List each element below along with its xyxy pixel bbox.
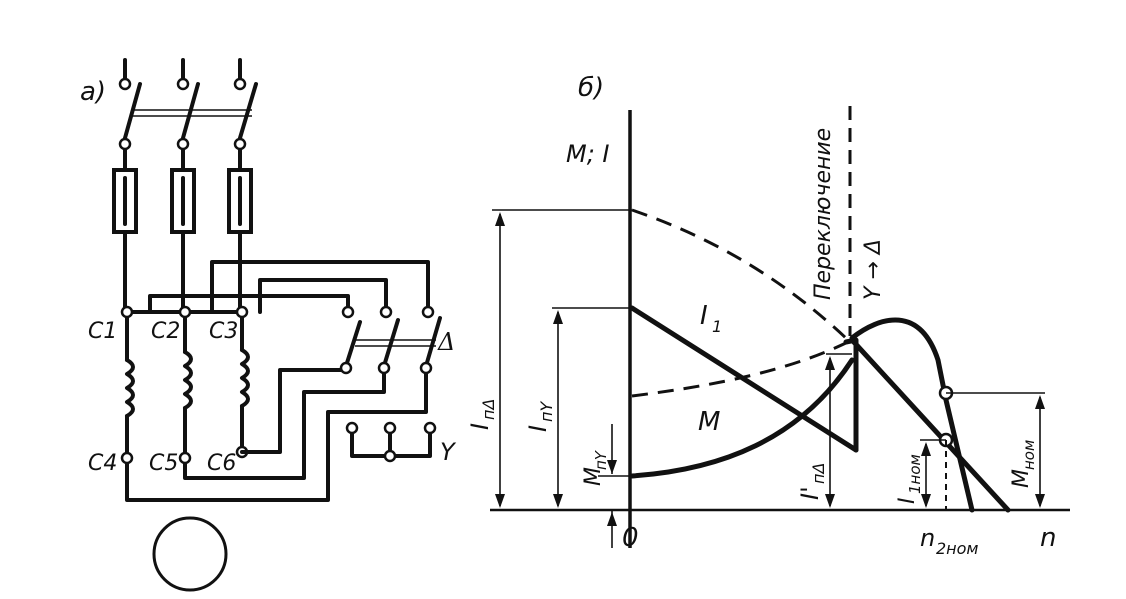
switch-direction: Y → Δ (861, 239, 886, 300)
terminal-c1-label: C1 (88, 319, 117, 344)
current-delta-dashed (631, 208, 850, 342)
main-switch (118, 82, 258, 151)
n2nom-main: n (920, 524, 935, 552)
current-star-line (629, 305, 859, 453)
switch-jump (843, 337, 859, 453)
dim-ip-delta: I пΔ (466, 399, 498, 430)
dim-ip-y-main: I (524, 425, 552, 432)
switch-label: Переключение (811, 128, 836, 300)
delta-symbol: Δ (437, 328, 455, 356)
star-delta-switch (339, 305, 442, 463)
terminal-c4-label: C4 (88, 451, 117, 476)
curve-torque-label: M (698, 407, 720, 437)
dim-m-nom-main: M (1009, 469, 1034, 488)
part-a-label: а) (80, 77, 106, 107)
terminal-c2-label: C2 (151, 319, 180, 344)
curve-current-sub: 1 (712, 317, 722, 336)
dim-m-nom-sub: ном (1020, 440, 1038, 470)
torque-after-switch (849, 317, 975, 513)
characteristic-graph: б) M; I 0 n Переключение Y → Δ (466, 73, 1070, 558)
dim-mp-y: M пY (581, 449, 610, 486)
dim-mp-y-main: M (581, 467, 606, 486)
star-symbol: Y (440, 438, 457, 466)
x-axis-label: n (1040, 523, 1056, 553)
origin-label: 0 (622, 523, 639, 553)
wiring-schematic: а) (80, 58, 457, 592)
dim-ip-delta-sub: пΔ (479, 399, 498, 420)
dim-ip-delta-prime-main: I' (796, 486, 824, 500)
dim-m-nom: M ном (1009, 440, 1038, 488)
terminal-c5-label: C5 (149, 451, 178, 476)
supply-terminals (118, 58, 247, 91)
dim-ip-delta-prime-sub: пΔ (809, 463, 828, 484)
dim-ip-y-sub: пY (537, 401, 556, 422)
curve-current-label: I (700, 301, 708, 331)
terminal-c3-label: C3 (209, 319, 238, 344)
dim-i1-nom: I 1ном (895, 454, 924, 504)
dim-i1-nom-sub: 1ном (906, 454, 924, 494)
dimension-arrows (495, 212, 1045, 548)
motor-circle (152, 516, 228, 592)
y-axis-label: M; I (566, 140, 610, 168)
dim-ip-y: I пY (524, 401, 556, 432)
current-after-switch (849, 337, 1011, 513)
end-wires (125, 364, 428, 502)
n2nom-sub: 2ном (936, 539, 979, 558)
motor-windings (125, 316, 250, 454)
dim-ip-delta-main: I (466, 423, 494, 430)
terminal-c6-label: C6 (207, 451, 236, 476)
fuses (112, 148, 253, 314)
part-b-label: б) (578, 73, 604, 103)
dim-i1-nom-main: I (895, 498, 920, 505)
dim-ip-delta-prime: I' пΔ (796, 463, 828, 500)
dim-mp-y-sub: пY (592, 449, 610, 470)
crossover-wires (123, 260, 430, 314)
torque-delta-dashed (631, 340, 849, 398)
